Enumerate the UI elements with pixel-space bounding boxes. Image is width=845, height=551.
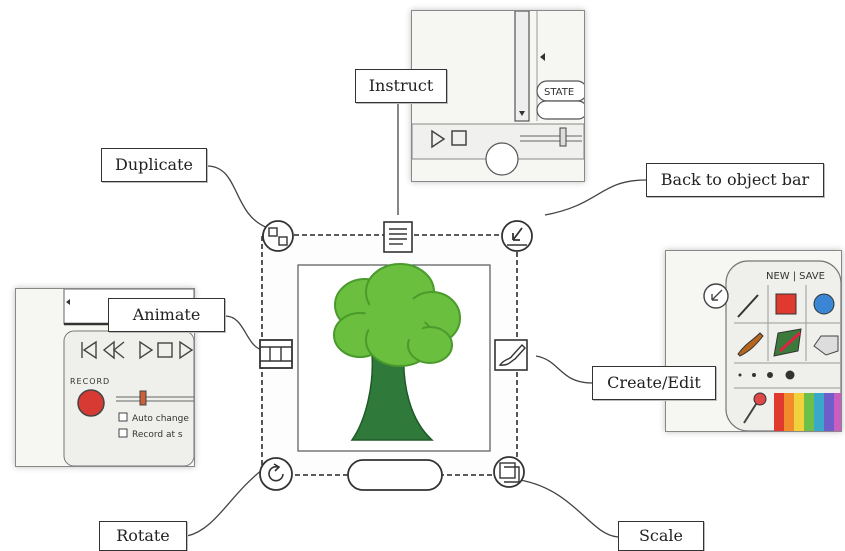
connector-back <box>544 179 647 216</box>
connector-create <box>535 355 593 384</box>
brush-tool-icon <box>737 332 764 357</box>
play-icon <box>431 129 446 149</box>
back-arrow-icon[interactable] <box>501 220 533 252</box>
label-instruct: Instruct <box>355 69 447 103</box>
stop-icon <box>451 130 467 146</box>
auto-change-checkbox <box>118 412 128 422</box>
connector-scale <box>519 479 619 538</box>
label-rotate: Rotate <box>99 521 187 551</box>
record-at-label: Record at s <box>132 430 183 440</box>
separator: | <box>793 271 796 282</box>
auto-change-label: Auto change <box>132 414 189 424</box>
rotate-icon[interactable] <box>259 457 293 491</box>
instruct-inset-drawing: STATE <box>412 11 584 181</box>
state-label: STATE <box>544 87 574 98</box>
new-label: NEW <box>766 271 790 282</box>
tree-leaves <box>333 263 461 367</box>
blue-circle-swatch <box>813 293 835 315</box>
red-square-swatch <box>775 293 797 315</box>
scale-icon[interactable] <box>493 456 525 488</box>
connector-duplicate <box>206 165 269 229</box>
paint-inset-drawing: NEW|SAVE <box>666 251 841 431</box>
svg-text:NEW|SAVE: NEW|SAVE <box>766 271 825 282</box>
label-animate: Animate <box>108 298 225 332</box>
bottom-bar-handle[interactable] <box>347 459 443 491</box>
create-edit-brush-icon[interactable] <box>494 339 528 371</box>
connector-rotate <box>186 469 263 537</box>
tree-trunk <box>350 349 434 441</box>
instruct-icon[interactable] <box>383 221 413 253</box>
instruct-inset: STATE <box>411 10 585 182</box>
timeline-slider-thumb <box>559 127 567 147</box>
eraser-icon <box>813 335 839 356</box>
line-tool-icon <box>737 294 759 318</box>
record-label: RECORD <box>70 377 110 386</box>
save-label: SAVE <box>799 271 825 282</box>
label-back-to-object-bar: Back to object bar <box>646 163 824 197</box>
connector-animate <box>224 315 263 351</box>
label-duplicate: Duplicate <box>101 148 207 182</box>
duplicate-icon[interactable] <box>262 220 294 252</box>
color-dropper-icon <box>753 392 767 406</box>
playback-controls <box>81 340 194 360</box>
color-gradient-palette <box>774 393 841 431</box>
label-create-edit: Create/Edit <box>592 366 716 400</box>
record-at-checkbox <box>118 428 128 438</box>
record-button <box>77 389 105 417</box>
label-scale: Scale <box>618 521 704 551</box>
paint-inset: NEW|SAVE <box>665 250 842 432</box>
animate-filmstrip-icon[interactable] <box>259 339 293 369</box>
record-slider-thumb <box>139 390 147 406</box>
